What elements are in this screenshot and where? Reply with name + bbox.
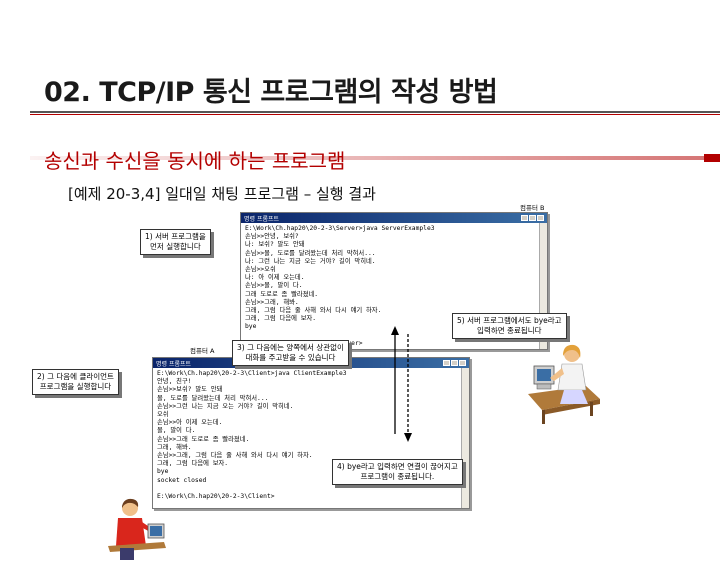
close-button[interactable]: [537, 215, 544, 221]
callout-step-2-line-2: 프로그램을 실행합니다: [39, 382, 112, 391]
console-line: 나: 아 이제 오는데.: [245, 274, 305, 282]
console-line: 그래, 해봐.: [157, 443, 192, 451]
console-line: 손님>>안녕, 보쉬?: [245, 233, 299, 241]
slide-subtitle: 송신과 수신을 동시에 하는 프로그램: [44, 149, 346, 173]
console-line: 그래 도로로 좀 빨라졌네.: [245, 290, 319, 298]
console-line: 오쉬: [157, 411, 169, 419]
console-line: bye: [245, 323, 257, 331]
console-line: E:\Work\Ch.hap20\20-2-3\Server>java Serv…: [245, 225, 435, 232]
console-line: 나: 보쉬? 말도 안돼: [245, 241, 305, 249]
callout-step-1-line-2: 먼저 실행합니다: [150, 242, 201, 251]
callout-step-5-line-2: 입력하면 종료됩니다: [477, 326, 542, 335]
console-line: 손님>>아 이제 오는데.: [157, 419, 223, 427]
title-underline-accent: [30, 114, 720, 115]
callout-step-2: 2) 그 다음에 클라이언트 프로그램을 실행합니다: [32, 369, 119, 395]
console-line: 그래, 그럼 다음에 보자.: [245, 315, 317, 323]
console-line: 몰, 말이 다.: [157, 427, 196, 435]
console-line: 손님>>그래 도로로 좀 빨라졌네.: [157, 435, 250, 443]
client-console-output: E:\Work\Ch.hap20\20-2-3\Client>java Clie…: [153, 368, 469, 503]
callout-step-3: 3) 그 다음에는 양쪽에서 상관없이 대화를 주고받을 수 있습니다: [232, 340, 349, 366]
computer-a-label: 컴퓨터 A: [190, 347, 215, 355]
server-window-title: 명령 프롬프트: [244, 215, 280, 223]
computer-b-label: 컴퓨터 B: [520, 204, 545, 212]
console-line: 손님>>보쉬? 말도 안돼: [157, 386, 223, 394]
console-line: 손님>>몰, 말이 다.: [245, 282, 303, 290]
server-window-titlebar[interactable]: 명령 프롬프트: [241, 213, 547, 223]
console-line: [157, 485, 465, 493]
callout-step-5-line-1: 5) 서버 프로그램에서도 bye라고: [457, 316, 562, 325]
client-console-window[interactable]: 명령 프롬프트 E:\Work\Ch.hap20\20-2-3\Client>j…: [152, 357, 470, 509]
maximize-button[interactable]: [529, 215, 536, 221]
console-line: E:\Work\Ch.hap20\20-2-3\Client>java Clie…: [157, 370, 347, 377]
console-line: 안녕, 친구!: [157, 378, 192, 386]
client-window-title: 명령 프롬프트: [156, 360, 192, 368]
callout-step-1-line-1: 1) 서버 프로그램을: [145, 232, 206, 241]
callout-step-3-line-2: 대화를 주고받을 수 있습니다: [245, 353, 336, 362]
console-line: 나: 그런 나는 지금 오는 거야? 길이 막히네.: [245, 257, 376, 265]
close-button[interactable]: [459, 360, 466, 366]
console-line: 그래, 그럼 다음 줄 사해 와서 다시 얘기 하자.: [245, 307, 382, 315]
callout-step-3-line-1: 3) 그 다음에는 양쪽에서 상관없이: [237, 343, 344, 352]
console-line: 손님>>그래, 해봐.: [245, 298, 299, 306]
console-line: 손님>>오쉬: [245, 266, 276, 274]
callout-step-2-line-1: 2) 그 다음에 클라이언트: [37, 372, 114, 381]
callout-step-4-line-2: 프로그램이 종료됩니다.: [360, 472, 435, 481]
console-line: socket closed: [157, 476, 207, 484]
console-line: E:\Work\Ch.hap20\20-2-3\Client>: [157, 493, 275, 501]
slide-title: 02. TCP/IP 통신 프로그램의 작성 방법: [44, 77, 498, 108]
subtitle-bar: [30, 156, 720, 160]
minimize-button[interactable]: [443, 360, 450, 366]
double-arrow-icon: [391, 326, 412, 442]
callout-step-4: 4) bye라고 입력하면 연결이 끊어지고 프로그램이 종료됩니다.: [332, 459, 463, 485]
server-scrollbar[interactable]: [539, 223, 547, 349]
example-caption: [예제 20-3,4] 일대일 채팅 프로그램 – 실행 결과: [68, 185, 376, 203]
console-line: bye: [157, 468, 169, 476]
console-line: 손님>>그런 나는 지금 오는 거야? 길이 막히네.: [157, 402, 294, 410]
console-line: 그래, 그럼 다음에 보자.: [157, 460, 229, 468]
client-scrollbar[interactable]: [461, 368, 469, 508]
console-line: 손님>>몰, 도로를 달려왔는데 처리 막혀서...: [245, 249, 376, 257]
subtitle-bar-end: [704, 154, 720, 162]
man-at-computer-icon: [108, 498, 166, 560]
minimize-button[interactable]: [521, 215, 528, 221]
callout-step-1: 1) 서버 프로그램을 먼저 실행합니다: [140, 229, 211, 255]
woman-at-computer-icon: [528, 344, 600, 424]
maximize-button[interactable]: [451, 360, 458, 366]
callout-step-5: 5) 서버 프로그램에서도 bye라고 입력하면 종료됩니다: [452, 313, 567, 339]
console-line: 손님>>그래, 그럼 다음 줄 사해 와서 다시 얘기 하자.: [157, 452, 313, 460]
console-line: 몰, 도로를 달려왔는데 처리 막혀서...: [157, 394, 269, 402]
callout-step-4-line-1: 4) bye라고 입력하면 연결이 끊어지고: [337, 462, 458, 471]
title-underline: [30, 111, 720, 113]
